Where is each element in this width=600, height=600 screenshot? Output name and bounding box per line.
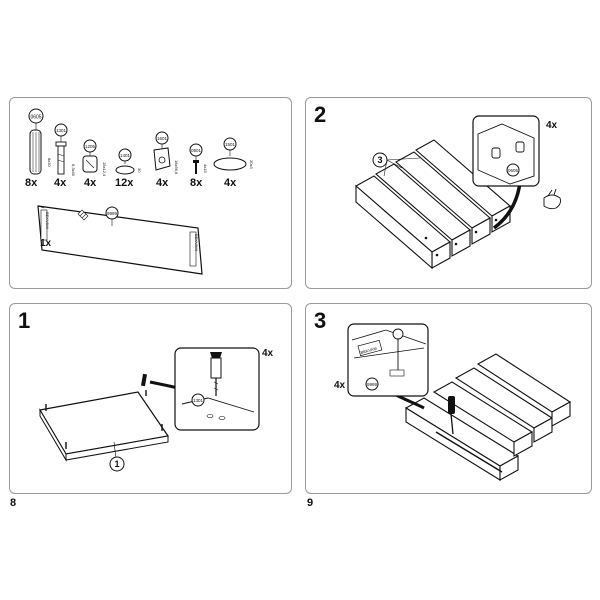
part-qty-pad: 4x: [224, 177, 237, 189]
part-code-screw: 0501: [191, 148, 202, 153]
hand-icon: [543, 188, 561, 210]
part-qty-cam: 4x: [84, 177, 97, 189]
callout-3-label: 3: [377, 155, 382, 165]
part-qty-dowel: 8x: [25, 177, 38, 189]
part-qty-board: 1x: [40, 238, 52, 249]
part-code-dowel: 0605: [30, 115, 41, 121]
parts-illustration: 0605 8x30 8x 1301 6,3x40 4x 1205: [25, 108, 254, 275]
felt-pad-part: 1501 20x3 4x: [213, 137, 254, 189]
page-number-left: 8: [10, 497, 17, 509]
part-qty-screw: 8x: [190, 177, 203, 189]
inset-part-code: 0605: [508, 168, 519, 173]
part-qty-bracket: 4x: [156, 177, 169, 189]
cover-cap-part: 1401 30 12x: [115, 148, 142, 189]
bracket-part: 1601 18x56,6 4x: [153, 131, 179, 189]
part-code-bolt: 1301: [56, 128, 67, 133]
step-3-panel: 3 BEKVÄM 9999 4x: [305, 303, 592, 494]
inset-qty: 4x: [262, 348, 274, 359]
part-qty-bolt: 4x: [54, 177, 67, 189]
step-2-illustration: 3 0605 4x: [355, 115, 561, 270]
callout-1-label: 1: [114, 459, 119, 469]
part-code-pad: 1501: [225, 142, 236, 147]
part-code-cam: 1205: [85, 144, 96, 149]
step-number: 2: [314, 102, 327, 127]
part-code-bracket: 1601: [157, 136, 168, 141]
parts-panel: 0605 8x30 8x 1301 6,3x40 4x 1205: [9, 97, 292, 289]
part-size-screw: 4x15: [203, 164, 208, 173]
inset-part-code: 1301: [193, 398, 204, 403]
inset-qty: 4x: [546, 120, 558, 131]
part-code-cap: 1401: [120, 153, 131, 158]
inset-label: BEKVÄM: [360, 346, 377, 355]
page-number-right: 9: [307, 497, 314, 509]
step-1-panel: 1 1 1301 4x: [9, 303, 292, 494]
dowel-part: 0605 8x30 8x: [25, 108, 52, 189]
part-size-bracket: 18x56,6: [174, 160, 179, 175]
detail-inset: [347, 323, 429, 397]
board-part: BEKVÄM 9999 BEKVÄM 1x: [37, 205, 203, 275]
step-number: 3: [314, 308, 327, 333]
part-size-cam: 15x12,4: [102, 162, 107, 177]
cam-lock-part: 1205 15x12,4 4x: [82, 139, 107, 189]
step-number: 1: [18, 308, 31, 333]
board-right-label: BEKVÄM: [194, 234, 199, 251]
screwdriver-icon: [448, 396, 455, 435]
part-size-bolt: 6,3x40: [71, 164, 76, 177]
step-1-illustration: 1 1301 4x: [39, 347, 274, 472]
part-size-cap: 30: [137, 168, 142, 173]
inset-part-code: 9999: [367, 382, 378, 387]
part-code-board: 9999: [107, 211, 118, 216]
step-3-illustration: BEKVÄM 9999 4x: [334, 323, 572, 481]
step-2-panel: 2 3 0605 4x: [305, 97, 592, 289]
part-size-pad: 20x3: [249, 160, 254, 169]
part-size-dowel: 8x30: [47, 158, 52, 167]
detail-inset: [174, 347, 260, 431]
bolt-part: 1301 6,3x40 4x: [54, 123, 76, 189]
screw-part: 0501 4x15 8x: [189, 143, 208, 189]
part-qty-cap: 12x: [115, 177, 134, 189]
inset-qty: 4x: [334, 380, 346, 391]
board-left-label: BEKVÄM: [45, 212, 50, 229]
